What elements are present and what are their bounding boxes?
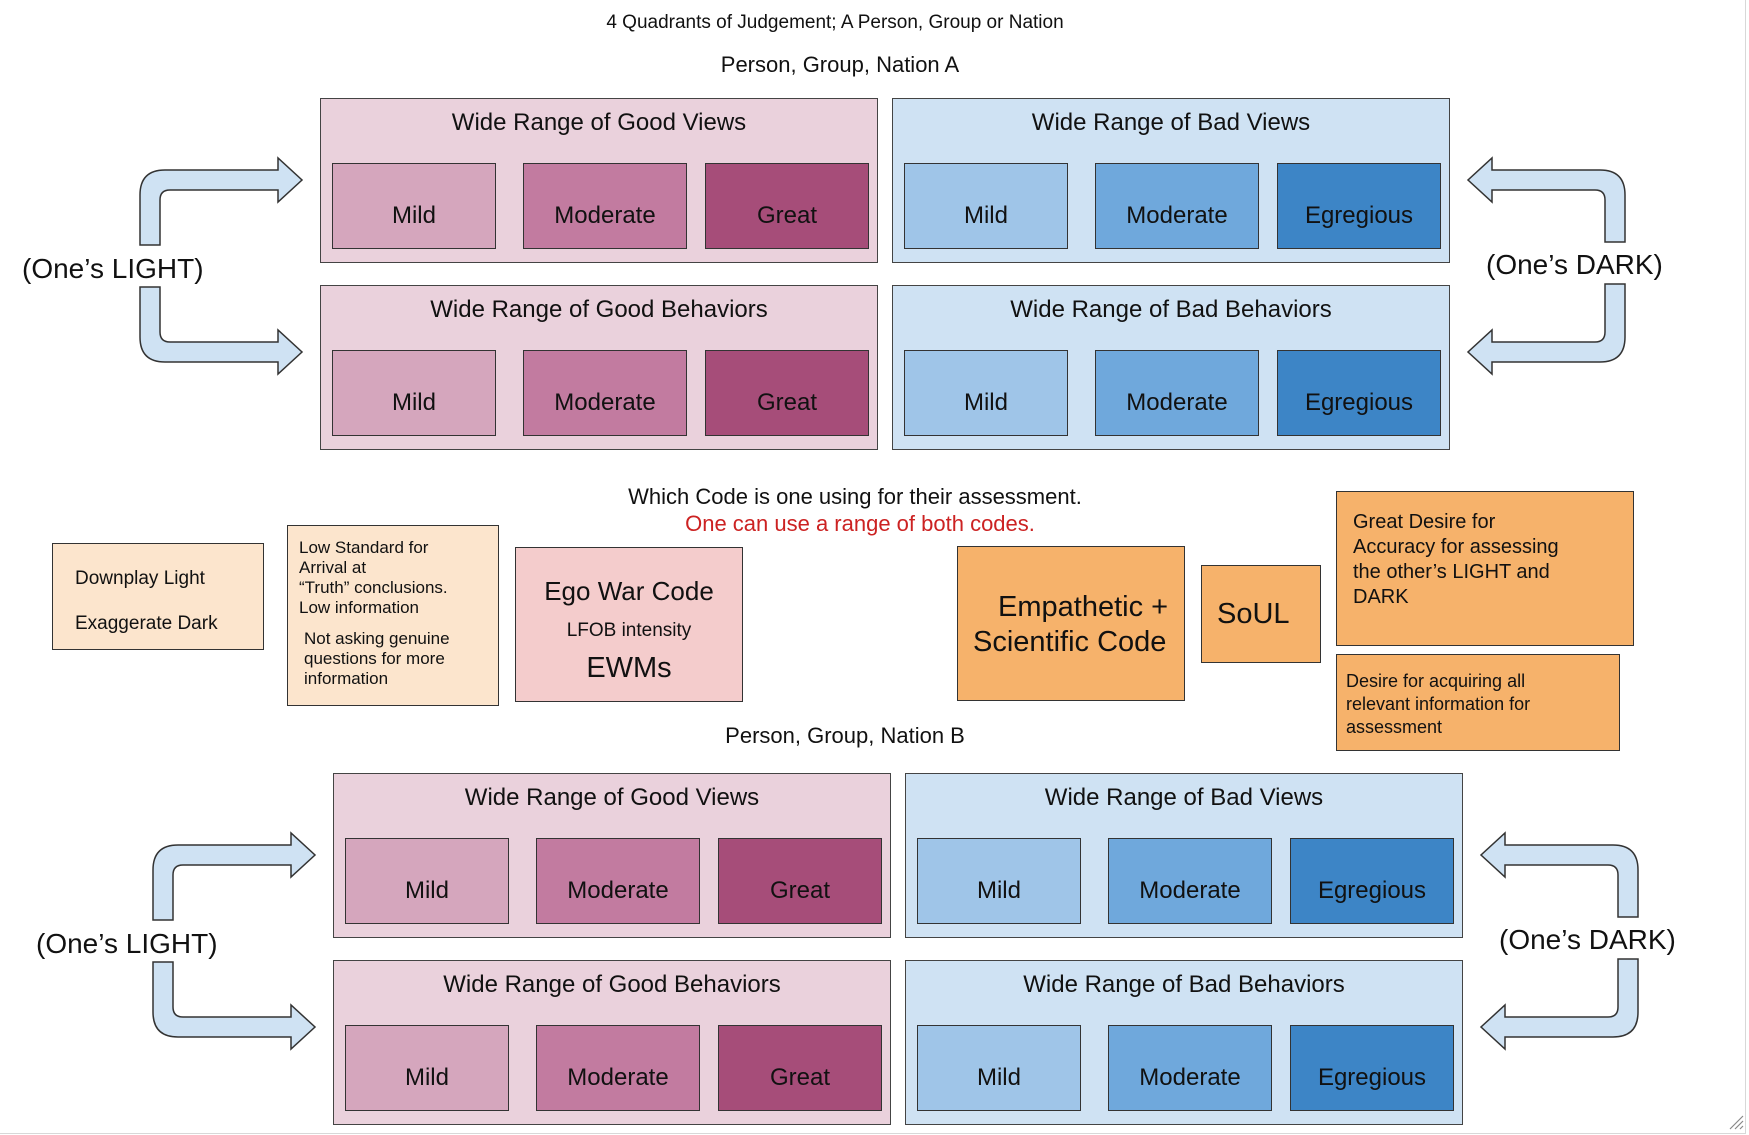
panel-title: Wide Range of Good Behaviors (443, 971, 781, 998)
level-egregious: Egregious (1277, 163, 1441, 249)
ego-war-ewms: EWMs (586, 652, 672, 684)
nation-b-label: Person, Group, Nation B (725, 723, 965, 748)
great-desire-line: DARK (1353, 586, 1409, 608)
downplay-box: Downplay Light Exaggerate Dark (52, 543, 264, 650)
low-standard-line: questions for more (304, 649, 445, 668)
low-standard-line: information (304, 669, 389, 688)
panel-title: Wide Range of Good Behaviors (430, 296, 768, 323)
b-dark-arrow-down-icon (1479, 958, 1639, 1051)
level-great: Great (705, 350, 869, 436)
great-desire-line: Accuracy for assessing (1353, 536, 1559, 558)
level-moderate: Moderate (1108, 838, 1272, 924)
low-standard-box: Low Standard for Arrival at “Truth” conc… (287, 525, 499, 706)
a-bad-behaviors-panel: Wide Range of Bad Behaviors Mild Moderat… (892, 285, 1450, 450)
level-great: Great (718, 1025, 882, 1111)
level-moderate: Moderate (523, 350, 687, 436)
downplay-line1: Downplay Light (75, 568, 205, 589)
a-good-views-panel: Wide Range of Good Views Mild Moderate G… (320, 98, 878, 263)
soul-text: SoUL (1217, 598, 1290, 630)
level-egregious: Egregious (1277, 350, 1441, 436)
low-standard-line: Arrival at (299, 558, 367, 577)
great-desire-line: Great Desire for (1353, 511, 1496, 533)
a-light-label: (One’s LIGHT) (22, 253, 204, 284)
level-mild: Mild (904, 350, 1068, 436)
ego-war-title: Ego War Code (544, 576, 714, 606)
level-mild: Mild (332, 350, 496, 436)
panel-title: Wide Range of Good Views (464, 784, 760, 811)
low-standard-line: “Truth” conclusions. (299, 578, 448, 597)
level-egregious: Egregious (1290, 1025, 1454, 1111)
nation-a-label: Person, Group, Nation A (720, 52, 960, 77)
b-good-views-panel: Wide Range of Good Views Mild Moderate G… (333, 773, 891, 938)
b-light-label: (One’s LIGHT) (36, 928, 218, 959)
b-good-behaviors-panel: Wide Range of Good Behaviors Mild Modera… (333, 960, 891, 1125)
level-egregious: Egregious (1290, 838, 1454, 924)
diagram-title: 4 Quadrants of Judgement; A Person, Grou… (606, 12, 1064, 33)
level-great: Great (718, 838, 882, 924)
level-moderate: Moderate (1095, 163, 1259, 249)
low-standard-line: Low information (299, 598, 420, 617)
a-dark-arrow-up-icon (1466, 156, 1626, 243)
a-light-arrow-down-icon (139, 286, 304, 376)
low-standard-line: Not asking genuine (304, 629, 450, 648)
great-desire-line: the other’s LIGHT and (1353, 561, 1550, 583)
level-great: Great (705, 163, 869, 249)
resize-grip-icon[interactable] (1728, 1114, 1744, 1130)
low-standard-line: Low Standard for (299, 538, 429, 557)
panel-title: Wide Range of Bad Behaviors (1023, 971, 1345, 998)
a-dark-label: (One’s DARK) (1486, 249, 1663, 280)
level-mild: Mild (345, 1025, 509, 1111)
a-light-arrow-up-icon (139, 156, 304, 246)
desire-info-line: assessment (1346, 717, 1443, 737)
level-mild: Mild (345, 838, 509, 924)
b-dark-label: (One’s DARK) (1499, 924, 1676, 955)
soul-box: SoUL (1201, 565, 1321, 663)
a-good-behaviors-panel: Wide Range of Good Behaviors Mild Modera… (320, 285, 878, 450)
downplay-line2: Exaggerate Dark (75, 613, 218, 634)
panel-title: Wide Range of Bad Views (1031, 109, 1311, 136)
b-light-arrow-up-icon (152, 831, 317, 921)
great-desire-box: Great Desire for Accuracy for assessing … (1336, 491, 1634, 646)
a-dark-arrow-down-icon (1466, 283, 1626, 376)
desire-info-line: Desire for acquiring all (1346, 671, 1526, 691)
b-light-arrow-down-icon (152, 961, 317, 1051)
empathetic-box: Empathetic + Scientific Code (957, 546, 1185, 701)
empathetic-line2: Scientific Code (973, 626, 1167, 658)
level-moderate: Moderate (536, 1025, 700, 1111)
a-bad-views-panel: Wide Range of Bad Views Mild Moderate Eg… (892, 98, 1450, 263)
panel-title: Wide Range of Bad Behaviors (1010, 296, 1332, 323)
desire-info-box: Desire for acquiring all relevant inform… (1336, 654, 1620, 751)
level-mild: Mild (917, 1025, 1081, 1111)
level-mild: Mild (332, 163, 496, 249)
b-bad-behaviors-panel: Wide Range of Bad Behaviors Mild Moderat… (905, 960, 1463, 1125)
ego-war-sub: LFOB intensity (566, 620, 692, 641)
ego-war-box: Ego War Code LFOB intensity EWMs (515, 547, 743, 702)
level-moderate: Moderate (1095, 350, 1259, 436)
level-mild: Mild (904, 163, 1068, 249)
panel-title: Wide Range of Good Views (451, 109, 747, 136)
desire-info-line: relevant information for (1346, 694, 1531, 714)
level-moderate: Moderate (536, 838, 700, 924)
b-bad-views-panel: Wide Range of Bad Views Mild Moderate Eg… (905, 773, 1463, 938)
empathetic-line1: Empathetic + (998, 591, 1169, 623)
note-text: One can use a range of both codes. (685, 511, 1035, 536)
level-moderate: Moderate (523, 163, 687, 249)
panel-title: Wide Range of Bad Views (1044, 784, 1324, 811)
level-mild: Mild (917, 838, 1081, 924)
level-moderate: Moderate (1108, 1025, 1272, 1111)
b-dark-arrow-up-icon (1479, 831, 1639, 918)
question-text: Which Code is one using for their assess… (628, 484, 1082, 509)
